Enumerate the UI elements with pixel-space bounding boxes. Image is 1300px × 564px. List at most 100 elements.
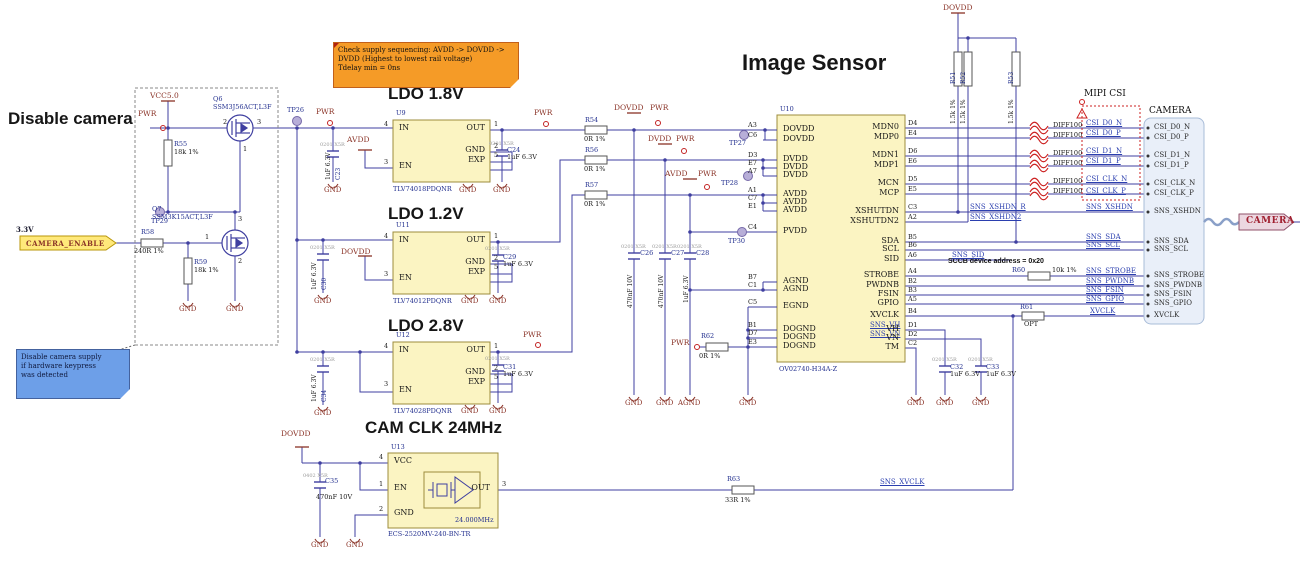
net-label: SNS_GPIO [1086,295,1125,303]
rot-label: C23 [335,167,342,180]
disable-camera-note[interactable]: Disable camera supply if hardware keypre… [16,349,130,399]
camera-enable-flag[interactable] [19,235,117,251]
testpoint-icon[interactable] [155,207,165,217]
harness-bullet-icon [1146,154,1150,158]
testpoint-icon[interactable] [739,130,749,140]
pinnum-label: 4 [384,342,389,350]
ldo-1v2-body[interactable] [392,231,491,295]
sensor-pin-number: A3 [748,121,757,129]
rot-label: R53 [1008,71,1015,84]
pwr-probe-icon [681,148,687,154]
rot-label: 470nF 10V [627,274,634,308]
pwr-probe-icon [704,184,710,190]
resistor-icon [584,155,608,165]
sensor-pin-number: D2 [908,330,918,338]
power-label: PWR [671,338,690,347]
testpoint-icon[interactable] [743,171,753,181]
gnd-symbol-icon [317,406,329,412]
refdes-label: C31 [503,363,517,371]
net-label: SNS_XSHDN_R [970,203,1026,211]
ldo-2v8-body[interactable] [392,341,491,405]
pinname-label: GND [465,257,485,266]
power-label: DOVDD [943,3,973,12]
title-label: Image Sensor [742,50,887,75]
junction-dot [763,128,767,132]
pinname-label: EN [399,385,412,394]
pinname-label: OUT [466,235,485,244]
value-label: 470nF 10V [316,493,353,501]
mosfet-q7-icon[interactable] [221,229,249,257]
power-label: PWR [534,108,553,117]
resistor-icon [705,342,729,352]
pkg-label: 0201 X5R [652,244,677,250]
testpoint-icon[interactable] [292,116,302,126]
pinnum-label: 5 [494,151,499,159]
sensor-pin-name: GPIO [877,298,900,307]
resistor-icon [1021,311,1045,321]
pinnum-label: 2 [238,257,243,265]
pinnum-label: 2 [494,142,499,150]
pinnum-label: 1 [494,120,499,128]
refdes-label: R56 [585,146,599,154]
mosfet-q6-icon[interactable] [226,114,254,142]
refdes-label: TP27 [729,139,746,147]
sensor-pin-number: C3 [908,203,918,211]
gnd-label: GND [461,407,479,415]
gnd-symbol-icon [910,396,922,402]
refdes-label: R62 [701,332,715,340]
harness-signal: SNS_GPIO [1154,299,1193,307]
diff-label: DIFF100 [1053,159,1083,167]
pwr-probe-icon [327,120,333,126]
junction-dot [1011,314,1015,318]
note-line: DVDD (Highest to lowest rail voltage) [338,55,473,64]
sensor-pin-name: MCP [879,188,899,197]
ldo-1v8-body[interactable] [392,119,491,183]
harness-signal: CSI_CLK_N [1154,179,1196,187]
harness-bullet-icon [1146,164,1150,168]
gnd-symbol-icon [464,404,476,410]
mipi-csi-dashed-box [1076,99,1141,201]
pkg-label: 0201 X5R [485,356,510,362]
net-label: SNS_PWDNB [1086,277,1135,285]
pkg-label: 0201 X5R [968,357,993,363]
gnd-symbol-icon [317,294,329,300]
net-label: SNS_SCL [1086,241,1121,249]
refdes-label: TLV74028PDQNR [393,407,452,415]
value-label: 24.000MHz [455,516,494,524]
pinnum-label: 4 [384,232,389,240]
testpoint-icon[interactable] [737,227,747,237]
image-sensor-body[interactable] [776,114,906,363]
harness-bullet-icon [1146,248,1150,252]
gnd-symbol-icon [742,396,754,402]
value-label: OPT [1024,320,1039,328]
refdes-label: R54 [585,116,599,124]
pinname-label: IN [399,235,410,244]
diff-pair-icon [1029,153,1049,163]
sensor-pin-number: C6 [748,131,758,139]
sensor-pin-name: DOGND [783,324,816,333]
diff-pair-icon [1029,131,1049,141]
sensor-pin-number: D3 [748,151,758,159]
sensor-pin-name: DOVDD [783,124,815,133]
sensor-pin-name: XVCLK [870,310,899,319]
camera-enable-flag-label: CAMERA_ENABLE [26,239,105,248]
sensor-pin-name: SCL [882,244,899,253]
sequencing-note[interactable]: Check supply sequencing: AVDD -> DOVDD -… [333,42,519,88]
pinname-label: IN [399,123,410,132]
junction-dot [295,350,299,354]
camera-port[interactable] [1238,213,1295,231]
refdes-label: Q7 [152,205,162,213]
gnd-symbol-icon [464,294,476,300]
sensor-pin-number: A2 [908,213,917,221]
gnd-symbol-icon [659,396,671,402]
gnd-symbol-icon [492,404,504,410]
junction-dot [966,36,970,40]
resistor-icon [953,51,963,87]
pinname-label: EXP [468,267,485,276]
net-label: CSI_D0_P [1086,129,1121,137]
gnd-symbol-icon [314,538,326,544]
junction-dot [761,193,765,197]
harness-bullet-icon [1146,182,1150,186]
gnd-symbol-icon [684,396,696,402]
